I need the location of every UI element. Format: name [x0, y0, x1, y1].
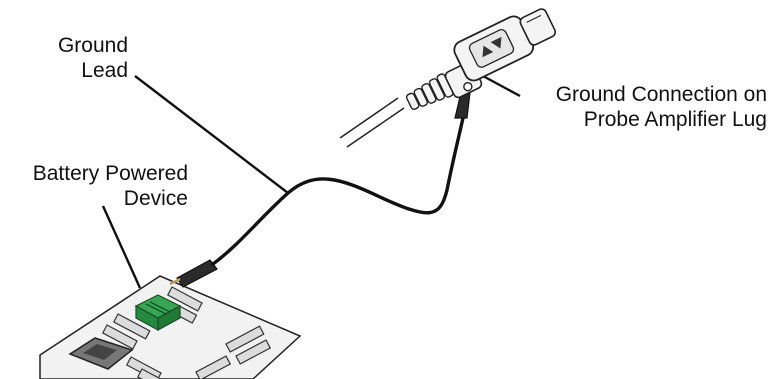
probe-amplifier-icon — [405, 8, 557, 110]
circuit-board-icon — [39, 275, 302, 379]
ground-connection-label-line-2: Probe Amplifier Lug — [583, 108, 767, 131]
battery-device-label-line-1: Battery Powered — [32, 162, 188, 185]
ground-lead-label: Ground Lead — [40, 33, 128, 83]
ground-lead-label-line-2: Lead — [81, 59, 128, 82]
ground-lead-leader-line — [134, 75, 289, 194]
probe-cable — [339, 97, 405, 148]
arrow-up-icon — [482, 45, 494, 58]
ground-connection-label-line-1: Ground Connection on — [555, 83, 767, 106]
battery-device-label: Battery Powered Device — [12, 161, 188, 211]
battery-device-label-line-2: Device — [123, 187, 188, 210]
ground-connection-label: Ground Connection on Probe Amplifier Lug — [527, 82, 767, 132]
ground-lead-cable — [211, 116, 465, 266]
ground-lead-label-line-1: Ground — [57, 34, 128, 57]
battery-icon — [134, 294, 182, 332]
alligator-clip-icon — [169, 259, 218, 288]
arrow-down-icon — [490, 36, 502, 49]
battery-device-leader-line — [101, 205, 142, 289]
